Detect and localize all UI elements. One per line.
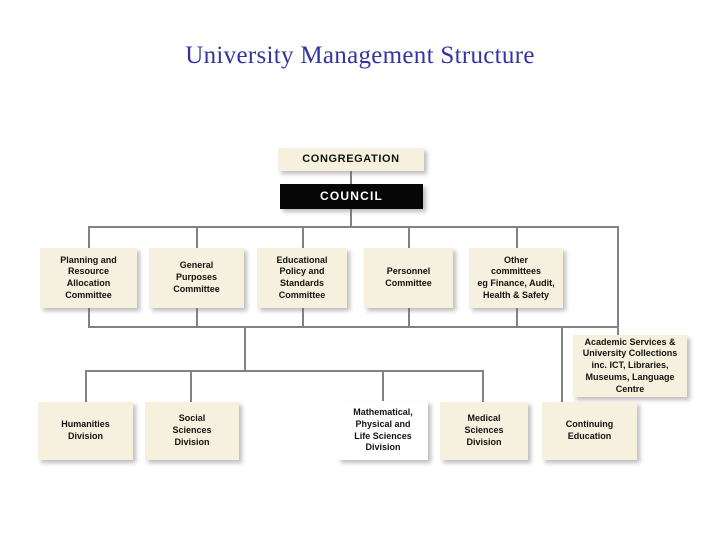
connector-line (516, 308, 518, 327)
connector-line (85, 370, 483, 372)
connector-line (482, 370, 484, 402)
connector-line (382, 370, 384, 402)
connector-line (85, 370, 87, 402)
connector-line (190, 370, 192, 402)
connector-line (617, 226, 619, 336)
connector-line (302, 226, 304, 248)
page-title: University Management Structure (185, 42, 535, 69)
node-medical-sciences-division: Medical Sciences Division (440, 402, 528, 460)
node-continuing-education: Continuing Education (542, 402, 637, 460)
node-humanities-division: Humanities Division (38, 402, 133, 460)
connector-line (408, 308, 410, 327)
connector-line (88, 326, 618, 328)
connector-line (196, 226, 198, 248)
node-mathematical-physical-life-sciences-division: Mathematical, Physical and Life Sciences… (338, 401, 428, 460)
connector-line (302, 308, 304, 327)
connector-line (88, 308, 90, 327)
node-academic-services-university-collections: Academic Services & University Collectio… (573, 335, 687, 397)
node-council: COUNCIL (280, 184, 423, 209)
connector-line (516, 226, 518, 248)
connector-line (350, 209, 352, 227)
node-social-sciences-division: Social Sciences Division (145, 402, 239, 460)
node-congregation: CONGREGATION (278, 148, 424, 171)
node-educational-policy-standards-committee: Educational Policy and Standards Committ… (257, 248, 347, 308)
node-planning-resource-allocation-committee: Planning and Resource Allocation Committ… (40, 248, 137, 308)
connector-line (88, 226, 619, 228)
connector-line (244, 326, 246, 371)
connector-line (196, 308, 198, 327)
connector-line (88, 226, 90, 248)
node-other-committees: Other committees eg Finance, Audit, Heal… (469, 248, 563, 308)
node-personnel-committee: Personnel Committee (364, 248, 453, 308)
node-general-purposes-committee: General Purposes Committee (149, 248, 244, 308)
connector-line (350, 171, 352, 184)
connector-line (408, 226, 410, 248)
connector-line (561, 326, 563, 403)
